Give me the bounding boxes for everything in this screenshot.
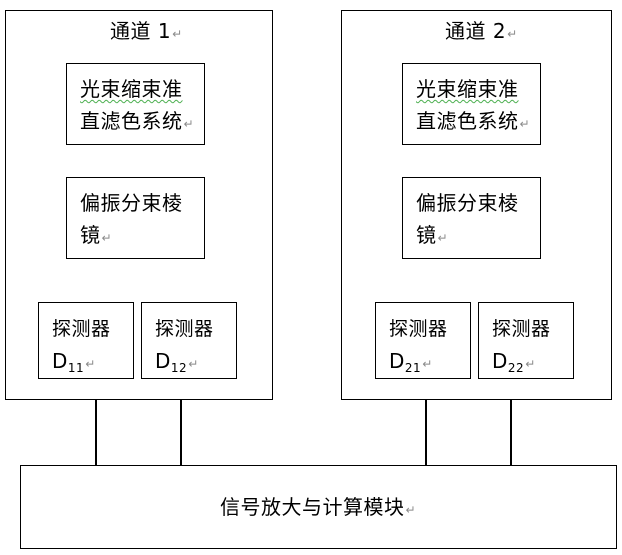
signal-module-label: 信号放大与计算模块↵ [220, 490, 416, 527]
detector-d22-id: D22↵ [492, 344, 536, 385]
channel-1-collimator-line-2: 直滤色系统↵ [80, 104, 194, 141]
channel-2-collimator-line-2: 直滤色系统↵ [416, 104, 530, 141]
detector-d11-label: 探测器 [52, 312, 111, 346]
channel-2-prism-line-2: 镜↵ [416, 218, 448, 255]
channel-1-title: 通道 1↵ [110, 14, 183, 51]
channel-2-collimator-line-1: 光束缩束准 [416, 72, 519, 106]
channel-1-prism-line-2: 镜↵ [80, 218, 112, 255]
detector-d21-label: 探测器 [389, 312, 448, 346]
detector-d11-id: D11↵ [52, 344, 96, 385]
channel-2-prism-line-1: 偏振分束棱 [416, 186, 519, 220]
channel-1-collimator-line-1: 光束缩束准 [80, 72, 183, 106]
detector-d12-label: 探测器 [155, 312, 214, 346]
channel-2-title: 通道 2↵ [445, 14, 518, 51]
detector-d22-label: 探测器 [492, 312, 551, 346]
detector-d12-id: D12↵ [155, 344, 199, 385]
channel-1-prism-line-1: 偏振分束棱 [80, 186, 183, 220]
detector-d21-id: D21↵ [389, 344, 433, 385]
